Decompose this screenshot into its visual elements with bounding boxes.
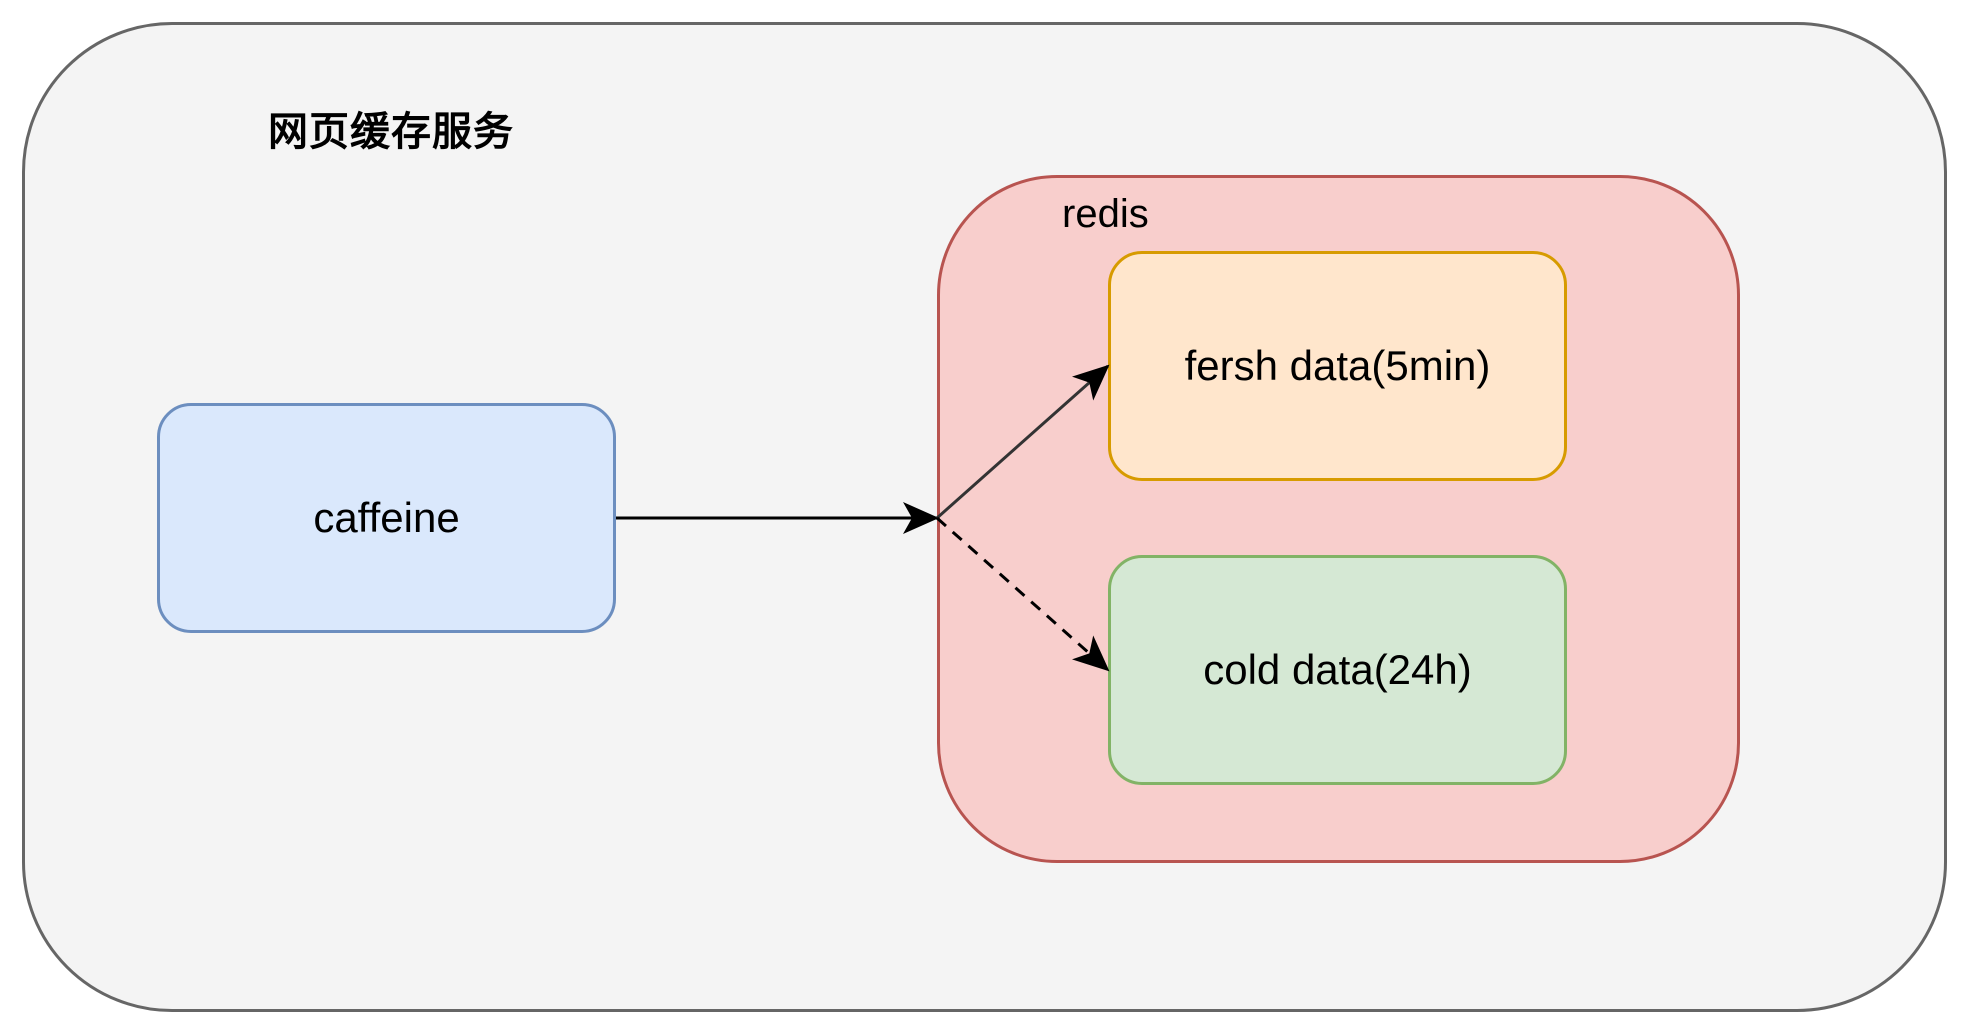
redis-label: redis [1062, 192, 1149, 236]
caffeine-node[interactable]: caffeine [157, 403, 616, 633]
fresh-data-node[interactable]: fersh data(5min) [1108, 251, 1567, 481]
caffeine-node-label: caffeine [313, 494, 460, 541]
cold-data-node-label: cold data(24h) [1203, 646, 1472, 693]
fresh-data-node-label: fersh data(5min) [1184, 342, 1491, 389]
container-title: 网页缓存服务 [268, 109, 514, 155]
cold-data-node[interactable]: cold data(24h) [1108, 555, 1567, 785]
